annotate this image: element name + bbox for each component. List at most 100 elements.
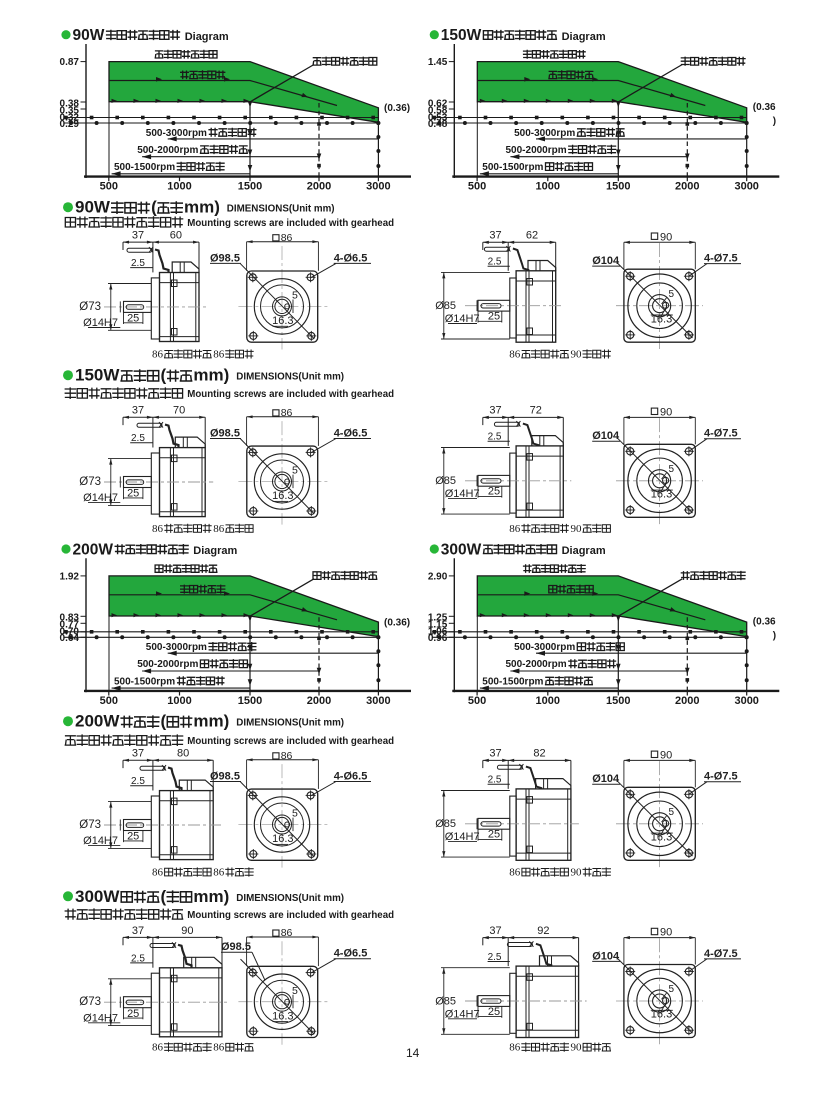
svg-text:Ø85: Ø85 — [435, 475, 456, 487]
svg-text:2000: 2000 — [307, 695, 331, 707]
svg-text:Ø14H7: Ø14H7 — [83, 1012, 118, 1024]
svg-text:500-1500rpm: 500-1500rpm — [114, 162, 175, 173]
svg-text:86: 86 — [281, 750, 293, 762]
svg-text:): ) — [773, 116, 776, 127]
svg-text:(: ( — [151, 198, 157, 217]
svg-text:Ø104: Ø104 — [592, 430, 620, 442]
svg-text:500: 500 — [468, 695, 486, 707]
svg-text:62: 62 — [526, 230, 538, 242]
svg-text:86: 86 — [509, 349, 521, 361]
svg-text:1.92: 1.92 — [60, 571, 80, 582]
svg-text:Ø14H7: Ø14H7 — [445, 313, 480, 325]
svg-text:16.3: 16.3 — [651, 313, 672, 325]
svg-text:86: 86 — [509, 1042, 521, 1054]
svg-text:(0.36): (0.36) — [384, 103, 410, 114]
svg-text:4-Ø6.5: 4-Ø6.5 — [334, 770, 368, 782]
svg-text:37: 37 — [132, 405, 144, 417]
svg-text:3000: 3000 — [366, 695, 390, 707]
svg-text:2.5: 2.5 — [488, 432, 502, 443]
svg-text:Ø98.5: Ø98.5 — [221, 941, 251, 953]
svg-text:(0.36: (0.36 — [753, 616, 776, 627]
svg-text:86: 86 — [152, 1042, 164, 1054]
svg-text:0.96: 0.96 — [428, 633, 448, 644]
svg-text:(: ( — [161, 366, 167, 385]
svg-text:86: 86 — [213, 1042, 225, 1054]
svg-text:Ø73: Ø73 — [79, 996, 101, 1008]
svg-text:25: 25 — [127, 313, 139, 325]
svg-text:16.3: 16.3 — [272, 833, 293, 845]
svg-text:4-Ø7.5: 4-Ø7.5 — [704, 771, 738, 783]
svg-text:Diagram: Diagram — [562, 31, 606, 43]
svg-text:5: 5 — [669, 464, 675, 475]
svg-text:25: 25 — [127, 1008, 139, 1020]
svg-text:DIMENSIONS(Unit mm): DIMENSIONS(Unit mm) — [227, 204, 335, 215]
svg-text:90: 90 — [571, 349, 583, 361]
svg-text:300W: 300W — [441, 542, 482, 559]
svg-text:0.87: 0.87 — [60, 57, 80, 68]
svg-text:2000: 2000 — [675, 181, 699, 193]
svg-text:2.90: 2.90 — [428, 571, 448, 582]
svg-text:1500: 1500 — [606, 181, 630, 193]
svg-text:1.25: 1.25 — [428, 613, 448, 624]
svg-text:25: 25 — [488, 486, 500, 498]
svg-text:Ø14H7: Ø14H7 — [83, 317, 118, 329]
svg-text:5: 5 — [292, 465, 298, 477]
svg-text:25: 25 — [488, 829, 500, 841]
svg-text:90: 90 — [571, 867, 583, 879]
svg-text:86: 86 — [213, 867, 225, 879]
svg-text:Ø14H7: Ø14H7 — [83, 492, 118, 504]
svg-text:90W: 90W — [75, 198, 111, 217]
svg-text:86: 86 — [281, 232, 293, 244]
svg-text:3000: 3000 — [734, 181, 758, 193]
svg-text:16.3: 16.3 — [651, 1009, 672, 1021]
svg-text:Ø14H7: Ø14H7 — [445, 1008, 480, 1020]
svg-text:4-Ø6.5: 4-Ø6.5 — [334, 252, 368, 264]
svg-text:1.45: 1.45 — [428, 57, 448, 68]
svg-text:1000: 1000 — [536, 181, 560, 193]
svg-text:4-Ø7.5: 4-Ø7.5 — [704, 948, 738, 960]
svg-text:Ø104: Ø104 — [592, 950, 620, 962]
svg-text:(0.36): (0.36) — [384, 617, 410, 628]
svg-text:Ø85: Ø85 — [435, 300, 456, 312]
svg-text:200W: 200W — [73, 542, 114, 559]
svg-text:4-Ø7.5: 4-Ø7.5 — [704, 253, 738, 265]
svg-text:86: 86 — [281, 927, 293, 939]
svg-text:150W: 150W — [441, 27, 482, 44]
svg-text:500-3000rpm: 500-3000rpm — [514, 128, 575, 139]
svg-text:37: 37 — [489, 925, 501, 937]
svg-text:500: 500 — [100, 181, 118, 193]
svg-text:90: 90 — [660, 927, 672, 939]
svg-text:90: 90 — [660, 750, 672, 762]
svg-text:Ø14H7: Ø14H7 — [445, 488, 480, 500]
svg-text:16.3: 16.3 — [272, 1010, 293, 1022]
svg-text:92: 92 — [537, 925, 549, 937]
svg-text:4-Ø7.5: 4-Ø7.5 — [704, 428, 738, 440]
svg-text:2.5: 2.5 — [488, 775, 502, 786]
svg-text:37: 37 — [132, 748, 144, 760]
svg-text:2.5: 2.5 — [488, 257, 502, 268]
svg-text:2.5: 2.5 — [131, 953, 145, 964]
svg-text:0.35: 0.35 — [60, 105, 80, 116]
svg-text:2.5: 2.5 — [488, 952, 502, 963]
svg-text:86: 86 — [281, 407, 293, 419]
svg-text:86: 86 — [509, 867, 521, 879]
svg-text:DIMENSIONS(Unit mm): DIMENSIONS(Unit mm) — [236, 372, 344, 383]
svg-text:500-3000rpm: 500-3000rpm — [146, 128, 207, 139]
svg-text:200W: 200W — [75, 712, 120, 731]
svg-text:Mounting screws are included w: Mounting screws are included with gearhe… — [187, 218, 394, 229]
svg-text:500-2000rpm: 500-2000rpm — [506, 659, 567, 670]
svg-text:4-Ø6.5: 4-Ø6.5 — [334, 948, 368, 960]
svg-text:500: 500 — [100, 695, 118, 707]
svg-text:(: ( — [161, 887, 167, 906]
svg-text:2000: 2000 — [675, 695, 699, 707]
svg-text:0.48: 0.48 — [428, 119, 448, 130]
svg-text:(0.36: (0.36 — [753, 102, 776, 113]
svg-text:1500: 1500 — [606, 695, 630, 707]
svg-text:2.5: 2.5 — [131, 433, 145, 444]
svg-text:5: 5 — [292, 290, 298, 302]
svg-text:37: 37 — [132, 230, 144, 242]
svg-text:90: 90 — [660, 231, 672, 243]
svg-text:16.3: 16.3 — [651, 488, 672, 500]
svg-text:3000: 3000 — [734, 695, 758, 707]
svg-text:Diagram: Diagram — [562, 545, 606, 557]
